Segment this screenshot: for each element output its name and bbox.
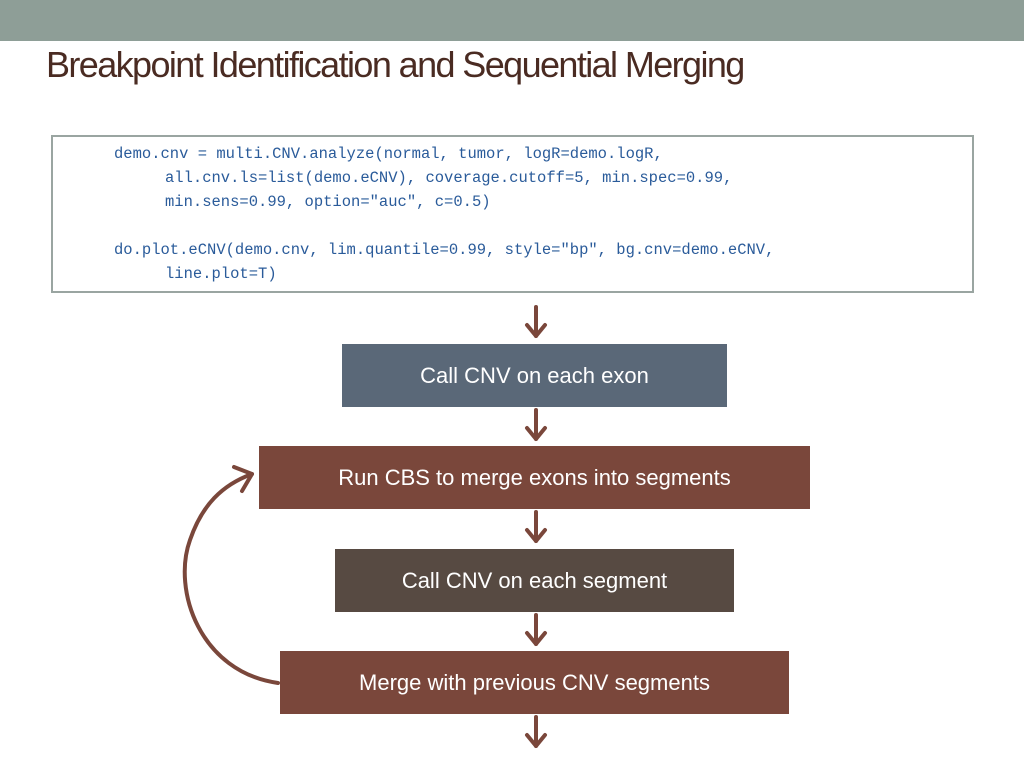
- step-call-cnv-exon: Call CNV on each exon: [342, 344, 727, 407]
- step-label: Merge with previous CNV segments: [359, 669, 710, 695]
- code-line: line.plot=T): [165, 265, 277, 283]
- code-line: demo.cnv = multi.CNV.analyze(normal, tum…: [114, 145, 663, 163]
- step-run-cbs: Run CBS to merge exons into segments: [259, 446, 810, 509]
- arrow-down-icon: [525, 305, 547, 338]
- step-label: Call CNV on each exon: [420, 362, 649, 388]
- code-line: min.sens=0.99, option="auc", c=0.5): [165, 193, 491, 211]
- step-call-cnv-segment: Call CNV on each segment: [335, 549, 734, 612]
- arrow-down-icon: [525, 715, 547, 748]
- code-block: demo.cnv = multi.CNV.analyze(normal, tum…: [51, 135, 974, 293]
- top-bar: [0, 0, 1024, 41]
- code-line: do.plot.eCNV(demo.cnv, lim.quantile=0.99…: [114, 241, 775, 259]
- arrow-down-icon: [525, 510, 547, 543]
- step-label: Run CBS to merge exons into segments: [338, 464, 731, 490]
- code-line: all.cnv.ls=list(demo.eCNV), coverage.cut…: [165, 169, 733, 187]
- arrow-down-icon: [525, 408, 547, 441]
- step-label: Call CNV on each segment: [401, 567, 668, 593]
- arrow-down-icon: [525, 613, 547, 646]
- step-merge-previous: Merge with previous CNV segments: [280, 651, 789, 714]
- loop-back-arrow-icon: [182, 465, 280, 685]
- slide-title: Breakpoint Identification and Sequential…: [46, 44, 745, 85]
